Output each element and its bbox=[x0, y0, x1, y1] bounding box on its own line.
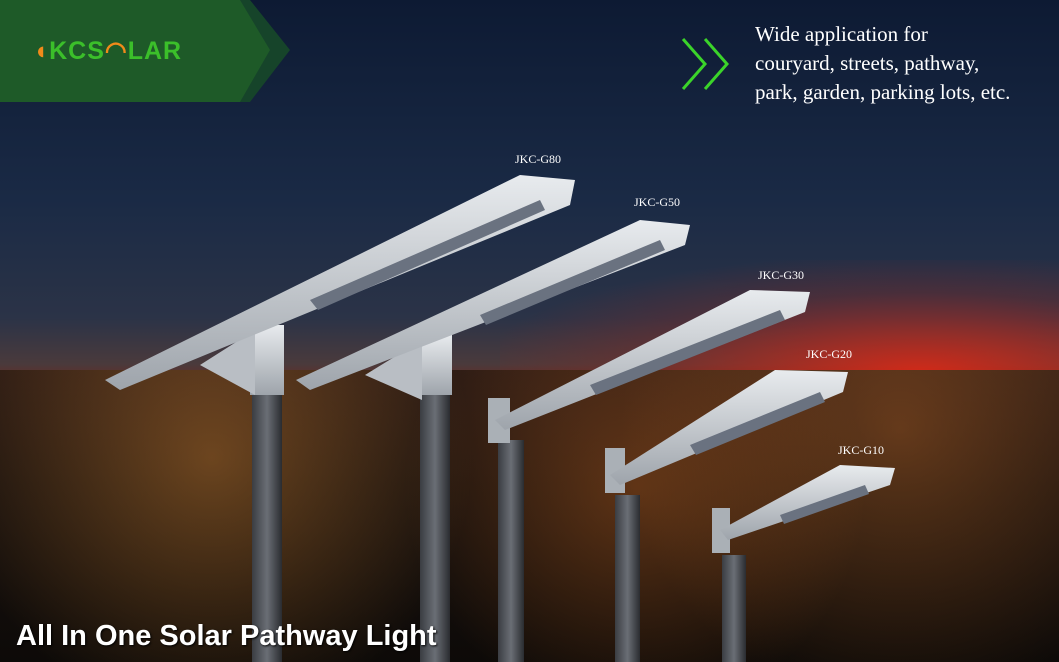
model-label-g50: JKC-G50 bbox=[634, 195, 681, 209]
model-label-g10: JKC-G10 bbox=[838, 443, 885, 457]
model-label-g30: JKC-G30 bbox=[758, 268, 805, 282]
jkcsolar-logo: ◖KCS◠LAR bbox=[33, 37, 183, 65]
model-label-g20: JKC-G20 bbox=[806, 347, 853, 361]
application-tagline: Wide application for couryard, streets, … bbox=[755, 22, 1011, 104]
logo-banner bbox=[0, 0, 290, 102]
light-jkc-g50 bbox=[296, 220, 690, 662]
light-jkc-g10 bbox=[712, 465, 895, 662]
chevron-right-icon bbox=[681, 38, 729, 90]
headline: All In One Solar Pathway Light bbox=[16, 620, 437, 652]
light-jkc-g20 bbox=[605, 370, 848, 662]
model-label-g80: JKC-G80 bbox=[515, 152, 562, 166]
light-jkc-g30 bbox=[488, 290, 810, 662]
light-jkc-g80 bbox=[105, 175, 575, 662]
